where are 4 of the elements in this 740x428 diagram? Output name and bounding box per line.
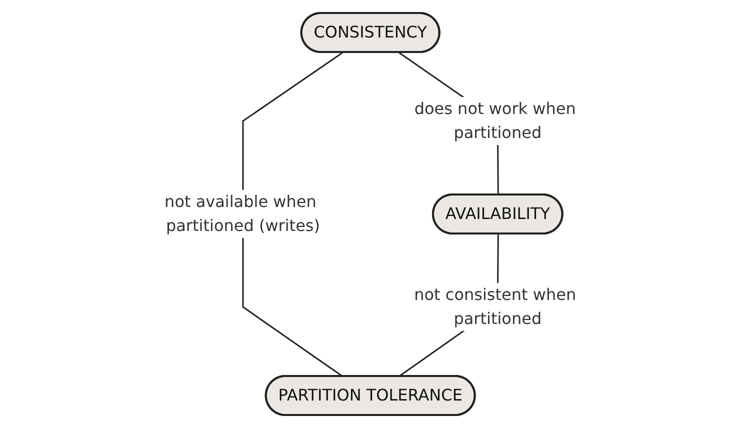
edge-label: not available when partitioned (writes) [164,192,320,235]
edge-label: does not work when partitioned [414,98,576,142]
connector [242,52,343,378]
edge-label: not consistent when partitioned [414,284,576,328]
